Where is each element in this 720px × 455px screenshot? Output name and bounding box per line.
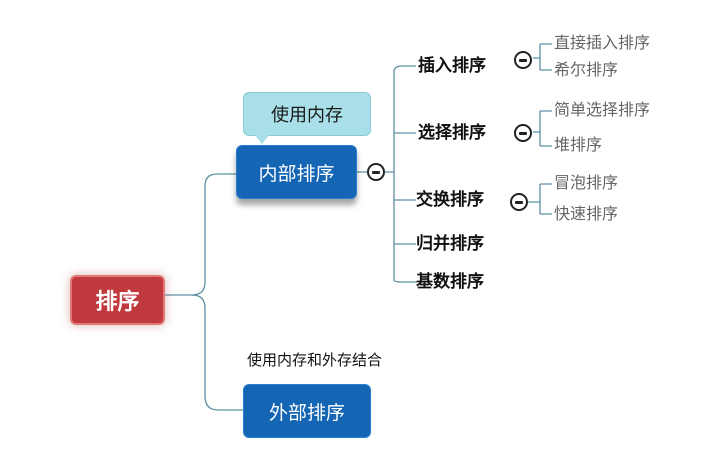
leaf-direct-insertion-sort[interactable]: 直接插入排序 xyxy=(554,33,651,52)
root-node[interactable]: 排序 xyxy=(70,275,165,325)
external-note: 使用内存和外存结合 xyxy=(247,351,383,369)
leaf-bubble-sort[interactable]: 冒泡排序 xyxy=(554,173,619,192)
category-merge-sort[interactable]: 归并排序 xyxy=(416,234,484,254)
connector-leaves-exchange xyxy=(528,183,552,215)
callout-text: 使用内存 xyxy=(271,105,343,126)
category-radix-sort[interactable]: 基数排序 xyxy=(416,272,484,292)
external-sort-label: 外部排序 xyxy=(268,401,345,424)
collapse-minus-icon[interactable] xyxy=(367,163,385,181)
leaf-shell-sort[interactable]: 希尔排序 xyxy=(554,60,619,79)
category-insert-sort[interactable]: 插入排序 xyxy=(418,56,486,76)
leaf-simple-selection-sort[interactable]: 简单选择排序 xyxy=(554,100,651,119)
collapse-minus-icon[interactable] xyxy=(514,51,532,69)
external-sort-node[interactable]: 外部排序 xyxy=(243,384,371,438)
connector-leaves-select xyxy=(533,110,552,147)
callout-tail xyxy=(254,134,270,144)
collapse-minus-icon[interactable] xyxy=(514,124,532,142)
collapse-minus-icon[interactable] xyxy=(510,193,528,211)
connector-leaves-insert xyxy=(533,43,552,71)
connector-cat-radix xyxy=(393,279,416,283)
internal-callout: 使用内存 xyxy=(243,92,371,136)
internal-sort-node[interactable]: 内部排序 xyxy=(236,145,357,199)
connector-root-external xyxy=(191,294,243,411)
connector-root-internal xyxy=(165,173,236,296)
category-exchange-sort[interactable]: 交换排序 xyxy=(416,190,484,210)
internal-sort-label: 内部排序 xyxy=(258,162,335,185)
leaf-heap-sort[interactable]: 堆排序 xyxy=(554,135,603,154)
category-selection-sort[interactable]: 选择排序 xyxy=(418,123,486,143)
leaf-quick-sort[interactable]: 快速排序 xyxy=(554,204,619,223)
root-label: 排序 xyxy=(95,290,140,315)
connector-cat-insert xyxy=(393,65,416,73)
